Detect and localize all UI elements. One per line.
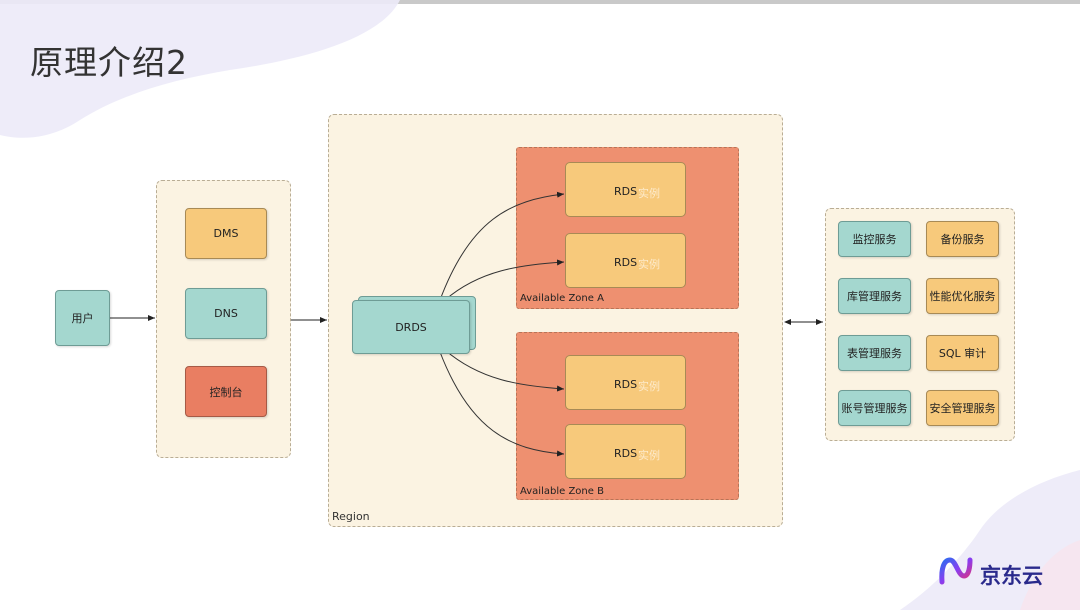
drds-node: DRDS — [352, 300, 470, 354]
service-backup: 备份服务 — [926, 221, 999, 257]
rds-watermark: 实例 — [638, 187, 660, 200]
rds-label: RDS — [614, 378, 638, 391]
service-table-manage: 表管理服务 — [838, 335, 911, 371]
rds-instance-b2: RDS 实例 — [565, 424, 686, 479]
jdcloud-logo-icon — [939, 557, 973, 585]
top-border — [0, 0, 1080, 4]
curve-drds-rds-a1 — [439, 191, 565, 301]
console-node: 控制台 — [185, 366, 267, 417]
slide-title: 原理介绍2 — [30, 43, 188, 82]
curve-drds-rds-b2 — [439, 351, 565, 457]
service-db-manage: 库管理服务 — [838, 278, 911, 314]
service-account-manage: 账号管理服务 — [838, 390, 911, 426]
dns-node: DNS — [185, 288, 267, 339]
region-label: Region — [332, 510, 370, 523]
curve-drds-rds-a2 — [444, 259, 565, 301]
service-perf: 性能优化服务 — [926, 278, 999, 314]
service-sql-audit: SQL 审计 — [926, 335, 999, 371]
service-security-manage: 安全管理服务 — [926, 390, 999, 426]
zone-a-label: Available Zone A — [520, 293, 604, 304]
service-monitor: 监控服务 — [838, 221, 911, 257]
rds-instance-a1: RDS 实例 — [565, 162, 686, 217]
rds-label: RDS — [614, 185, 638, 198]
rds-watermark: 实例 — [638, 449, 660, 462]
rds-watermark: 实例 — [638, 258, 660, 271]
rds-instance-b1: RDS 实例 — [565, 355, 686, 410]
brand-name: 京东云 — [980, 564, 1043, 588]
zone-b-label: Available Zone B — [520, 486, 604, 497]
rds-instance-a2: RDS 实例 — [565, 233, 686, 288]
rds-watermark: 实例 — [638, 380, 660, 393]
curve-drds-rds-b1 — [444, 349, 565, 392]
dms-node: DMS — [185, 208, 267, 259]
user-node: 用户 — [55, 290, 110, 346]
rds-label: RDS — [614, 256, 638, 269]
rds-label: RDS — [614, 447, 638, 460]
